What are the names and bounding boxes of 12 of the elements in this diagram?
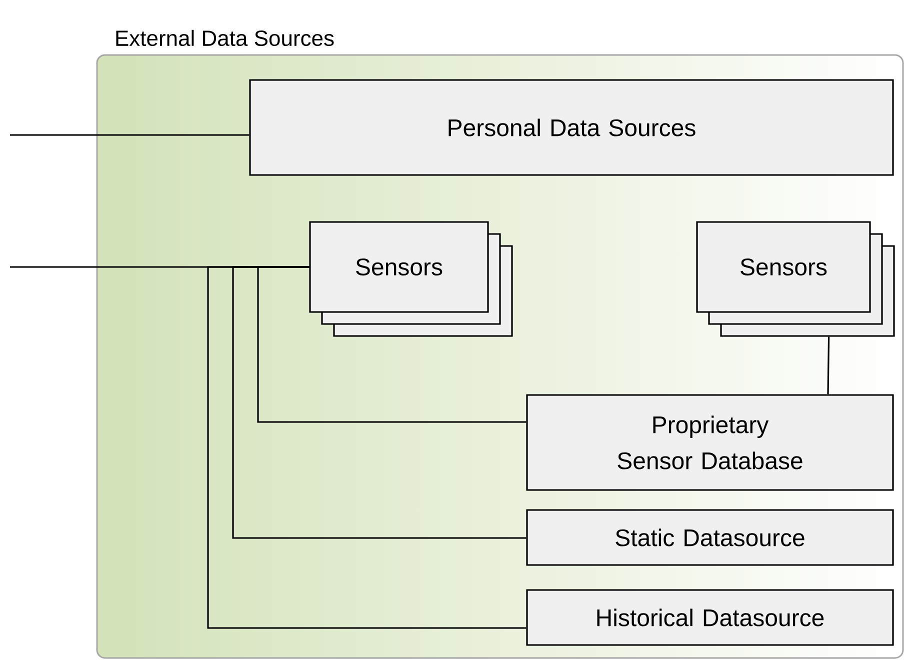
source-box: Static Datasource: [526, 509, 894, 566]
connector-line: [827, 336, 830, 394]
source-box: Proprietary Sensor Database: [526, 394, 894, 491]
connector-line: [207, 266, 526, 629]
source-box: Historical Datasource: [526, 589, 894, 646]
connector-line: [257, 266, 526, 423]
node-label: External Data Sources: [116, 30, 334, 46]
source-box: Personal Data Sources: [249, 79, 894, 176]
connector-line: [232, 266, 526, 539]
stacked-box: Sensors: [309, 221, 513, 337]
stacked-box: Sensors: [696, 221, 895, 337]
connector-line: [10, 134, 250, 136]
